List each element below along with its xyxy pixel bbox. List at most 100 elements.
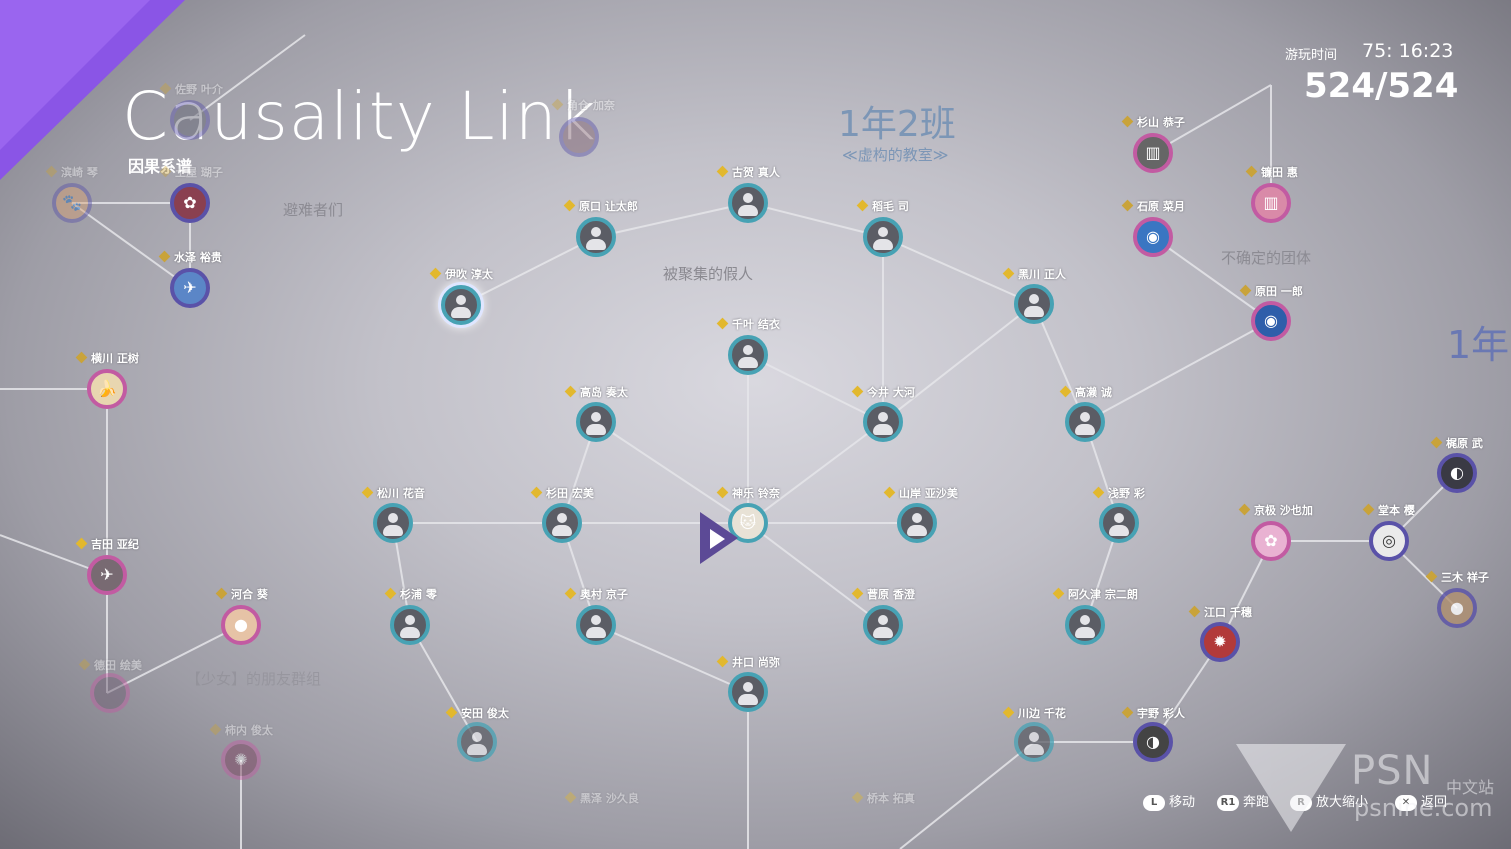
- class-title-offscreen: 1年: [1447, 323, 1510, 367]
- rank-icon: [45, 165, 58, 178]
- rank-icon: [209, 723, 222, 736]
- avatar-body-icon: [467, 744, 487, 755]
- character-node[interactable]: [441, 285, 481, 325]
- rank-icon: [215, 587, 228, 600]
- rank-icon: [1188, 605, 1201, 618]
- earth-icon: ◉: [1264, 311, 1278, 330]
- character-node[interactable]: [897, 503, 937, 543]
- character-node[interactable]: [863, 402, 903, 442]
- character-label: 松川 花音: [361, 485, 425, 501]
- character-node[interactable]: [863, 605, 903, 645]
- character-label: 水泽 裕贵: [158, 249, 222, 265]
- character-node[interactable]: ✿: [170, 183, 210, 223]
- character-node[interactable]: [457, 722, 497, 762]
- flower-icon: ✿: [183, 193, 197, 212]
- character-node[interactable]: [728, 672, 768, 712]
- rank-icon: [551, 98, 564, 111]
- character-node[interactable]: ✈: [87, 555, 127, 595]
- rank-icon: [1430, 436, 1443, 449]
- star-icon: [75, 537, 88, 550]
- character-label: 浅野 彩: [1092, 485, 1145, 501]
- character-label: 古贺 真人: [716, 164, 780, 180]
- character-node[interactable]: [728, 335, 768, 375]
- character-node[interactable]: [1014, 284, 1054, 324]
- avatar-head-icon: [472, 732, 482, 742]
- star-icon: [564, 385, 577, 398]
- character-node[interactable]: [1065, 605, 1105, 645]
- watermark-logo-text: PSN: [1351, 748, 1434, 794]
- character-label: 宇野 彩人: [1121, 705, 1185, 721]
- star-icon: [883, 486, 896, 499]
- character-node[interactable]: [1014, 722, 1054, 762]
- character-node[interactable]: [863, 217, 903, 257]
- star-icon: [716, 165, 729, 178]
- character-node[interactable]: ▥: [1251, 183, 1291, 223]
- star-icon: [716, 486, 729, 499]
- character-label: 镰田 惠: [1245, 164, 1298, 180]
- character-node[interactable]: [576, 402, 616, 442]
- class-title: 1年2班: [838, 104, 956, 145]
- group-label-gathered-fakes: 被聚集的假人: [663, 265, 754, 283]
- avatar-body-icon: [738, 205, 758, 216]
- star-icon: [445, 706, 458, 719]
- crab-icon: ✹: [1213, 632, 1227, 651]
- avatar-body-icon: [907, 525, 927, 536]
- avatar-head-icon: [743, 193, 753, 203]
- character-label: 千叶 结衣: [716, 316, 780, 332]
- character-label: 黑川 正人: [1002, 266, 1066, 282]
- character-label: 桥本 拓真: [851, 790, 915, 806]
- character-label: 安田 俊太: [445, 705, 509, 721]
- r1-button-icon: R1: [1217, 794, 1239, 811]
- character-node[interactable]: ✺: [221, 740, 261, 780]
- character-node[interactable]: ◐: [1437, 453, 1477, 493]
- character-node[interactable]: ✹: [1200, 622, 1240, 662]
- character-label: 高岛 奏太: [564, 384, 628, 400]
- rank-icon: [159, 82, 172, 95]
- avatar-body-icon: [1075, 424, 1095, 435]
- character-node[interactable]: [1099, 503, 1139, 543]
- character-node[interactable]: [728, 183, 768, 223]
- bird-icon: ✈: [183, 278, 197, 297]
- character-node[interactable]: [542, 503, 582, 543]
- star-icon: [384, 587, 397, 600]
- star-icon: [563, 199, 576, 212]
- avatar-body-icon: [586, 239, 606, 250]
- psnine-watermark: PSN 中文站 psnine.com: [1236, 744, 1506, 844]
- selection-cursor-arrow-icon: [710, 529, 725, 549]
- star-icon: [851, 587, 864, 600]
- character-node[interactable]: ●: [221, 605, 261, 645]
- avatar-body-icon: [1024, 744, 1044, 755]
- character-label: 河合 葵: [215, 586, 268, 602]
- character-node[interactable]: [576, 217, 616, 257]
- character-node[interactable]: ✈: [170, 268, 210, 308]
- group-label-refugees: 避难者们: [283, 201, 344, 219]
- character-node[interactable]: [390, 605, 430, 645]
- character-node[interactable]: 🐾: [52, 183, 92, 223]
- character-node[interactable]: ◎: [1369, 521, 1409, 561]
- character-label: 高濑 诚: [1059, 384, 1112, 400]
- avatar-body-icon: [586, 627, 606, 638]
- character-node[interactable]: [1065, 402, 1105, 442]
- character-node[interactable]: [576, 605, 616, 645]
- character-label: 堂本 樱: [1362, 502, 1415, 518]
- watermark-cn-text: 中文站: [1446, 778, 1495, 797]
- character-node[interactable]: ▥: [1133, 133, 1173, 173]
- group-label-uncertain: 不确定的团体: [1221, 249, 1312, 267]
- character-node[interactable]: [373, 503, 413, 543]
- star-icon: [429, 267, 442, 280]
- character-node[interactable]: ◉: [1133, 217, 1173, 257]
- character-label: 柿内 俊太: [209, 722, 273, 738]
- avatar-body-icon: [738, 357, 758, 368]
- character-node[interactable]: [90, 673, 130, 713]
- character-node[interactable]: [170, 100, 210, 140]
- character-node[interactable]: [559, 117, 599, 157]
- character-node[interactable]: ◑: [1133, 722, 1173, 762]
- character-node[interactable]: ◉: [1251, 301, 1291, 341]
- avatar-body-icon: [873, 424, 893, 435]
- character-node[interactable]: 🍌: [87, 369, 127, 409]
- character-node[interactable]: ●: [1437, 588, 1477, 628]
- character-node[interactable]: ✿: [1251, 521, 1291, 561]
- character-label: 杉山 恭子: [1121, 114, 1185, 130]
- left-stick-icon: L: [1143, 794, 1165, 811]
- rank-icon: [158, 250, 171, 263]
